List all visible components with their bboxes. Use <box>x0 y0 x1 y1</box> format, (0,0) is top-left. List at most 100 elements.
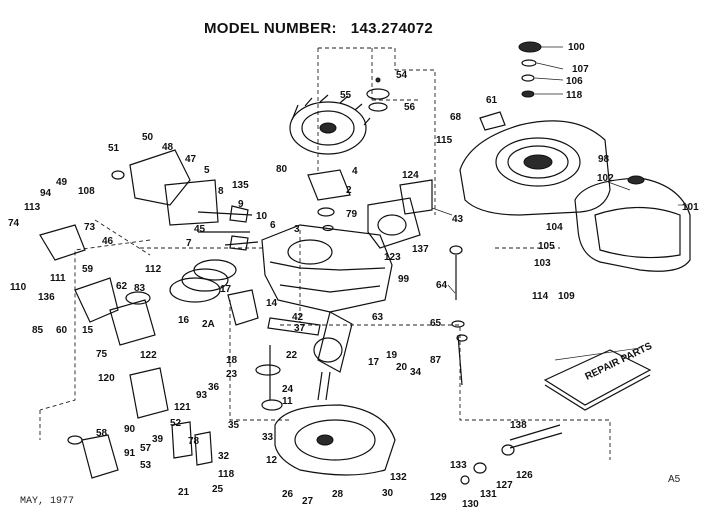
repair-manual-booklet: REPAIR PARTS <box>543 341 654 411</box>
callout-45: 80 <box>276 164 288 175</box>
carburetor-parts <box>39 149 219 346</box>
callout-118b: 25 <box>212 484 224 495</box>
callout-113: 74 <box>8 218 20 229</box>
callout-3: 2 <box>346 185 352 196</box>
callout-133: 129 <box>430 492 447 503</box>
top-stack-parts <box>518 41 542 98</box>
crankshaft <box>267 311 353 401</box>
callout-30: 132 <box>390 472 407 483</box>
callout-99: 104 <box>546 222 563 233</box>
callout-120: 39 <box>152 434 164 445</box>
callout-33: 32 <box>218 451 230 462</box>
callout-114: 109 <box>558 291 575 302</box>
callout-17b: 19 <box>386 350 398 361</box>
callout-9: 10 <box>256 211 268 222</box>
flywheel <box>289 94 371 155</box>
callout-6: 7 <box>186 238 192 249</box>
callout-46: 5 <box>204 165 210 176</box>
callout-19: 20 <box>396 362 408 373</box>
callout-48b: 108 <box>78 186 95 197</box>
leader-lines <box>431 46 688 361</box>
callout-107: 107 <box>572 64 589 75</box>
callout-111: 136 <box>38 292 55 303</box>
page-title: MODEL NUMBER:143.274072 <box>204 20 447 37</box>
callout-121: 90 <box>124 424 136 435</box>
callout-79: 3 <box>294 224 300 235</box>
callout-5: 8 <box>218 186 224 197</box>
callout-23: 24 <box>282 384 294 395</box>
page-code: A5 <box>668 474 681 485</box>
callout-42: 37 <box>294 323 306 334</box>
callout-10: 6 <box>270 220 276 231</box>
callout-102: 102 <box>597 173 614 184</box>
callout-52: 78 <box>188 436 200 447</box>
callout-34: 35 <box>228 420 240 431</box>
piston <box>227 289 259 326</box>
valve-parts <box>197 205 259 251</box>
callout-labels: 100 107 106 118 54 55 56 61 68 115 98 10… <box>8 42 699 510</box>
callout-109: 59 <box>82 264 94 275</box>
callout-2A: 42 <box>292 312 304 323</box>
callout-58: 91 <box>124 448 136 459</box>
blower-housing <box>459 111 611 216</box>
callout-43: 137 <box>412 244 429 255</box>
callout-48: 48 <box>162 142 174 153</box>
callout-115: 115 <box>436 135 453 146</box>
engine-shroud <box>574 175 691 272</box>
callout-129: 130 <box>462 499 479 510</box>
callout-112: 110 <box>10 282 27 293</box>
callout-36: 93 <box>196 390 208 401</box>
callout-18: 22 <box>286 350 298 361</box>
callout-59: 112 <box>145 264 162 275</box>
callout-39: 36 <box>208 382 220 393</box>
callout-73: 46 <box>102 236 114 247</box>
model-label: MODEL NUMBER: <box>204 20 337 37</box>
callout-135: 4 <box>352 166 358 177</box>
ignition-parts <box>307 169 351 232</box>
callout-122: 120 <box>98 373 115 384</box>
breaker-assembly <box>367 197 421 249</box>
callout-110: 111 <box>50 273 66 284</box>
callout-98: 98 <box>598 154 610 165</box>
starter-cup <box>366 77 390 112</box>
callout-21: 18 <box>226 355 238 366</box>
callout-103: 114 <box>532 291 549 302</box>
callout-75: 122 <box>140 350 157 361</box>
callout-22: 23 <box>226 369 238 380</box>
breaker-cover <box>399 179 433 215</box>
callout-78: 57 <box>140 443 152 454</box>
callout-17: 14 <box>266 298 278 309</box>
callout-37: 63 <box>372 312 384 323</box>
callout-20: 34 <box>410 367 422 378</box>
footer-date: MAY, 1977 <box>20 496 75 507</box>
callout-63: 64 <box>436 280 448 291</box>
callout-50: 50 <box>142 132 154 143</box>
dipstick-parts <box>449 245 468 386</box>
callout-130: 131 <box>480 489 497 500</box>
callout-91: 53 <box>140 460 152 471</box>
callout-80: 135 <box>232 180 249 191</box>
callout-60: 15 <box>82 325 94 336</box>
callout-7: 45 <box>194 224 206 235</box>
callout-8: 9 <box>238 199 244 210</box>
pto-shaft <box>460 424 563 485</box>
callout-11: 17 <box>368 357 380 368</box>
callout-26: 27 <box>302 496 314 507</box>
callout-24: 11 <box>282 396 293 407</box>
callout-28: 30 <box>382 488 394 499</box>
callout-104: 105 <box>538 241 555 252</box>
callout-87: 75 <box>96 349 108 360</box>
callout-90: 58 <box>96 428 108 439</box>
callout-101: 101 <box>682 202 699 213</box>
callout-56: 56 <box>404 102 416 113</box>
callout-16: 17 <box>220 284 232 295</box>
governor-parts <box>255 345 283 411</box>
callout-131: 127 <box>496 480 513 491</box>
callout-14: 2A <box>202 319 215 330</box>
callout-65: 87 <box>430 355 442 366</box>
callout-137: 99 <box>398 274 410 285</box>
callout-27: 28 <box>332 489 344 500</box>
callout-64: 65 <box>430 318 442 329</box>
callout-57: 21 <box>178 487 190 498</box>
callout-12: 26 <box>282 489 294 500</box>
